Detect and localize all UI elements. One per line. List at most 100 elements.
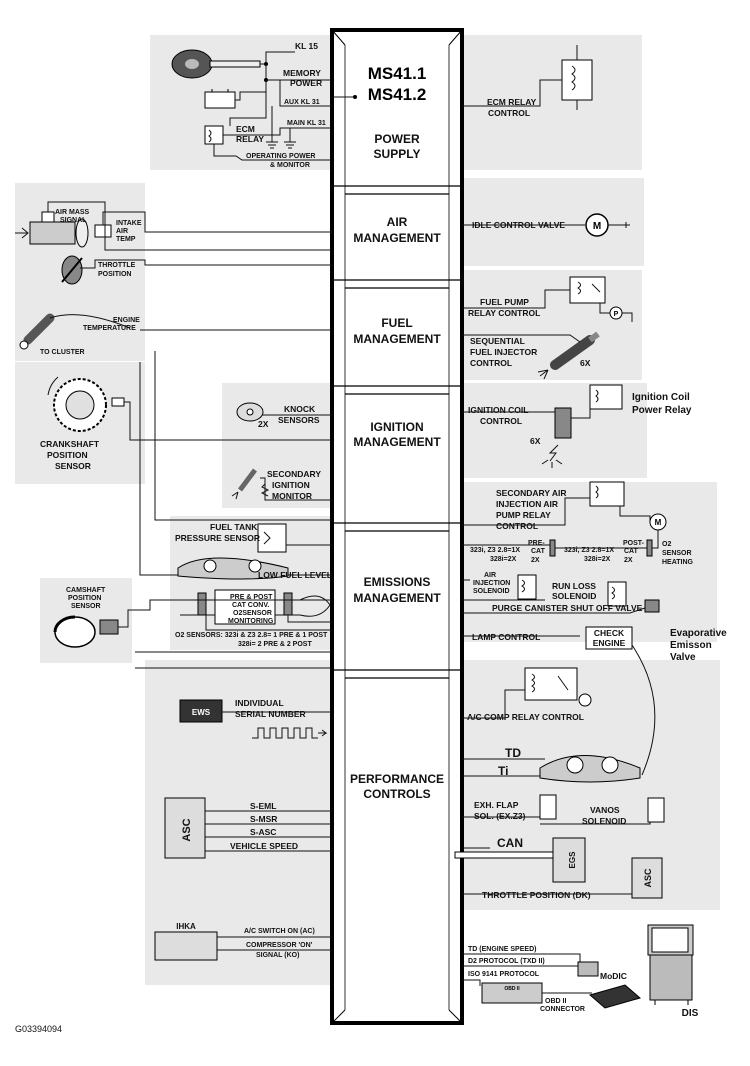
ecm-relay-label-1: ECM — [236, 124, 255, 134]
vanos-label-1: VANOS — [590, 805, 620, 815]
instrument-cluster-perf-icon — [539, 755, 641, 783]
injector-label-2: FUEL INJECTOR — [470, 347, 537, 357]
main-kl31-label: MAIN KL 31 — [287, 120, 326, 127]
serial-number-label-2: SERIAL NUMBER — [235, 709, 306, 719]
section-fuel-line2: MANAGEMENT — [353, 332, 441, 346]
coil-power-relay-label-2: Power Relay — [632, 405, 692, 416]
aux-kl31-label: AUX KL 31 — [284, 99, 320, 106]
pre-cat-sensor-icon — [549, 539, 556, 557]
crankshaft-label-3: SENSOR — [55, 461, 91, 471]
vehicle-speed-label: VEHICLE SPEED — [230, 841, 298, 851]
fuel-pump-relay-label-2: RELAY CONTROL — [468, 308, 540, 318]
run-loss-solenoid-icon — [607, 581, 627, 607]
power-supply-group: KL 15 MEMORY POWER AUX KL 31 MAIN KL 31 … — [171, 41, 593, 169]
throttle-body-icon — [61, 255, 83, 285]
knock-sensor-icon — [236, 402, 264, 422]
fuel-tank-sensor-label-2: PRESSURE SENSOR — [175, 533, 260, 543]
svg-text:P: P — [614, 311, 619, 318]
asc-module-icon: ASC — [164, 797, 206, 859]
ecm-relay-control-label-2: CONTROL — [488, 108, 530, 118]
air-mass-label-1: AIR MASS — [55, 209, 90, 216]
dis-tester-icon — [647, 924, 694, 1005]
vanos-label-2: SOLENOID — [582, 816, 626, 826]
ecm-relay-label-2: RELAY — [236, 134, 264, 144]
air-injection-label-3: SOLENOID — [473, 588, 510, 595]
section-performance-line1: PERFORMANCE — [350, 772, 444, 786]
pre-cat-label-2: CAT — [531, 548, 546, 555]
pre-cat-label-1: PRE- — [528, 540, 545, 547]
engine-temp-label-1: ENGINE — [113, 317, 140, 324]
air-injection-label-2: INJECTION — [473, 580, 510, 587]
purge-valve-label: PURGE CANISTER SHUT OFF VALVE — [492, 603, 643, 613]
fuel-pump-relay-icon — [569, 276, 606, 304]
check-engine-label-1: CHECK — [594, 628, 625, 638]
air-injection-solenoid-icon — [517, 574, 537, 600]
injector-label-1: SEQUENTIAL — [470, 336, 525, 346]
ignition-coil-control-label-2: CONTROL — [480, 416, 522, 426]
cat-monitoring-label-3: O2SENSOR — [233, 610, 272, 617]
exh-flap-label-2: SOL. (EX.Z3) — [474, 811, 526, 821]
svg-text:M: M — [655, 518, 662, 527]
obd-connector-label-1: OBD II — [545, 998, 566, 1005]
crankshaft-label-1: CRANKSHAFT — [40, 439, 100, 449]
secondary-ignition-icon — [231, 468, 257, 500]
fuel-injector-icon — [537, 331, 600, 380]
secondary-air-relay-icon — [589, 481, 625, 507]
secondary-air-label-2: INJECTION AIR — [496, 499, 558, 509]
operating-power-label-1: OPERATING POWER — [246, 153, 315, 160]
ews-label: EWS — [192, 708, 211, 717]
knock-sensors-label-2: SENSORS — [278, 415, 320, 425]
run-loss-label-2: SOLENOID — [552, 591, 596, 601]
ecm-title-line1: MS41.1 — [368, 64, 427, 83]
exh-flap-solenoid-icon — [539, 794, 557, 820]
ac-comp-relay-label: A/C COMP RELAY CONTROL — [467, 712, 584, 722]
egs-label: EGS — [568, 851, 577, 869]
secondary-air-label-1: SECONDARY AIR — [496, 488, 567, 498]
lamp-control-label: LAMP CONTROL — [472, 632, 540, 642]
fuel-management-group: ENGINE TEMPERATURE TO CLUSTER P FUEL PUM… — [19, 276, 633, 380]
post-cat-label-3: 2X — [624, 557, 633, 564]
pre-cat-label-3: 2X — [531, 557, 540, 564]
fuel-tank-sensor-label-1: FUEL TANK — [210, 522, 258, 532]
crankshaft-label-2: POSITION — [47, 450, 88, 460]
evap-valve-label-1: Evaporative — [670, 628, 727, 639]
post-cat-label-2: CAT — [624, 548, 639, 555]
o2-heating-label-3: HEATING — [662, 559, 694, 566]
coolant-temp-sensor-icon — [19, 313, 131, 350]
s-asc-label: S-ASC — [250, 827, 276, 837]
section-performance-line2: CONTROLS — [363, 787, 430, 801]
pre-cat-models-label-1: 323i, Z3 2.8=1X — [470, 547, 520, 554]
idle-valve-motor-icon: M — [585, 213, 630, 237]
secondary-monitor-label-2: IGNITION — [272, 480, 310, 490]
pre-cat-models-label-2: 328i=2X — [490, 556, 517, 563]
intake-air-temp-label-3: TEMP — [116, 236, 136, 243]
ecm-main-relay-icon — [561, 59, 593, 101]
air-mass-meter-icon — [15, 211, 89, 248]
secondary-air-label-3: PUMP RELAY — [496, 510, 551, 520]
section-power-line2: SUPPLY — [374, 147, 421, 161]
secondary-air-label-4: CONTROL — [496, 521, 538, 531]
figure-id: G03394094 — [15, 1024, 62, 1034]
ecm-module: MS41.1 MS41.2 POWER SUPPLY AIR MANAGEMEN… — [330, 28, 464, 1025]
crankshaft-sensor-icon — [47, 376, 125, 432]
modic-label: MoDIC — [600, 971, 627, 981]
camshaft-label-1: CAMSHAFT — [66, 587, 106, 594]
knock-count-label: 2X — [258, 419, 269, 429]
asc-module-right-icon: ASC — [631, 857, 663, 899]
performance-controls-group: LAMP CONTROL CHECK ENGINE EWS INDIVIDUAL… — [135, 626, 699, 1019]
iso9141-label: ISO 9141 PROTOCOL — [468, 971, 540, 978]
camshaft-label-2: POSITION — [68, 595, 101, 602]
can-bus-icon — [454, 851, 556, 859]
o2-heating-label-2: SENSOR — [662, 550, 692, 557]
obd-connector-label-2: CONNECTOR — [540, 1006, 585, 1013]
camshaft-label-3: SENSOR — [71, 603, 101, 610]
throttle-dk-label: THROTTLE POSITION (DK) — [482, 890, 591, 900]
camshaft-sensor-icon — [53, 615, 119, 648]
secondary-monitor-label-3: MONITOR — [272, 491, 312, 501]
section-ignition-line1: IGNITION — [370, 420, 423, 434]
cat-monitoring-label-4: MONITORING — [228, 618, 274, 625]
knock-sensors-label-1: KNOCK — [284, 404, 316, 414]
ac-switch-label: A/C SWITCH ON (AC) — [244, 928, 315, 935]
d2-protocol-label: D2 PROTOCOL (TXD II) — [468, 958, 545, 965]
